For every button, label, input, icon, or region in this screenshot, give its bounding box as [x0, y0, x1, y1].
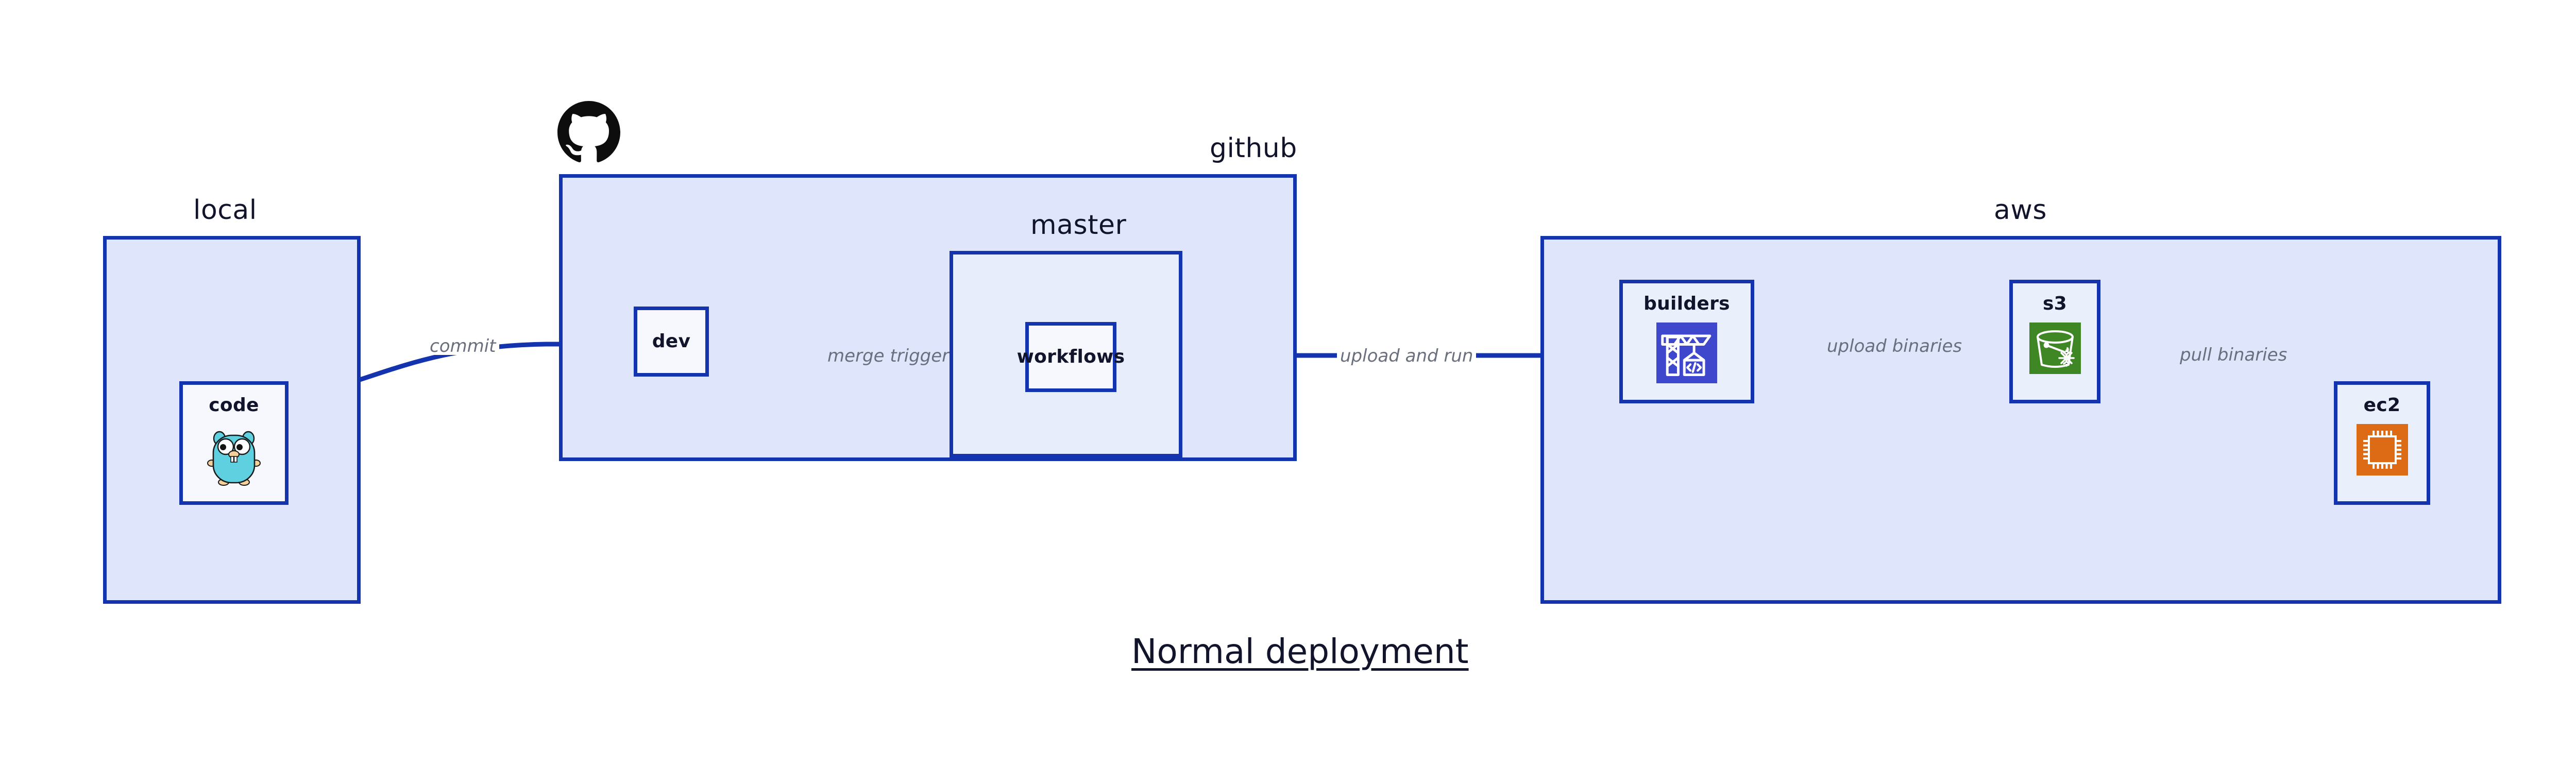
edge-label-commit: commit — [427, 337, 499, 355]
node-dev[interactable]: dev — [634, 307, 709, 377]
node-label-ec2: ec2 — [2363, 395, 2401, 416]
node-workflows[interactable]: workflows — [1017, 322, 1125, 392]
node-builders[interactable]: builders — [1619, 280, 1754, 403]
node-label-s3: s3 — [2042, 293, 2067, 314]
node-label-builders: builders — [1643, 293, 1730, 314]
aws-s3-glacier-bucket-icon — [2029, 322, 2081, 376]
group-label-local: local — [193, 195, 257, 226]
edge-label-upload-binaries: upload binaries — [1824, 337, 1965, 355]
group-label-aws: aws — [1994, 195, 2047, 226]
group-label-master: master — [1030, 210, 1127, 241]
edge-label-upload-and-run: upload and run — [1337, 347, 1477, 365]
go-gopher-icon — [207, 424, 261, 488]
node-s3[interactable]: s3 — [2009, 280, 2100, 403]
node-label-workflows: workflows — [1016, 346, 1125, 367]
group-label-github: github — [1210, 133, 1297, 164]
aws-ec2-chip-icon — [2356, 424, 2408, 478]
edge-label-pull-binaries: pull binaries — [2177, 346, 2291, 364]
aws-codebuild-crane-icon — [1656, 322, 1717, 385]
node-code[interactable]: code — [179, 381, 289, 505]
node-label-dev: dev — [652, 331, 691, 352]
github-octocat-logo — [557, 101, 620, 164]
edge-label-merge-trigger: merge trigger — [824, 347, 953, 365]
node-ec2[interactable]: ec2 — [2334, 381, 2430, 505]
page-title: Normal deployment — [1131, 632, 1469, 671]
node-label-code: code — [209, 395, 259, 416]
